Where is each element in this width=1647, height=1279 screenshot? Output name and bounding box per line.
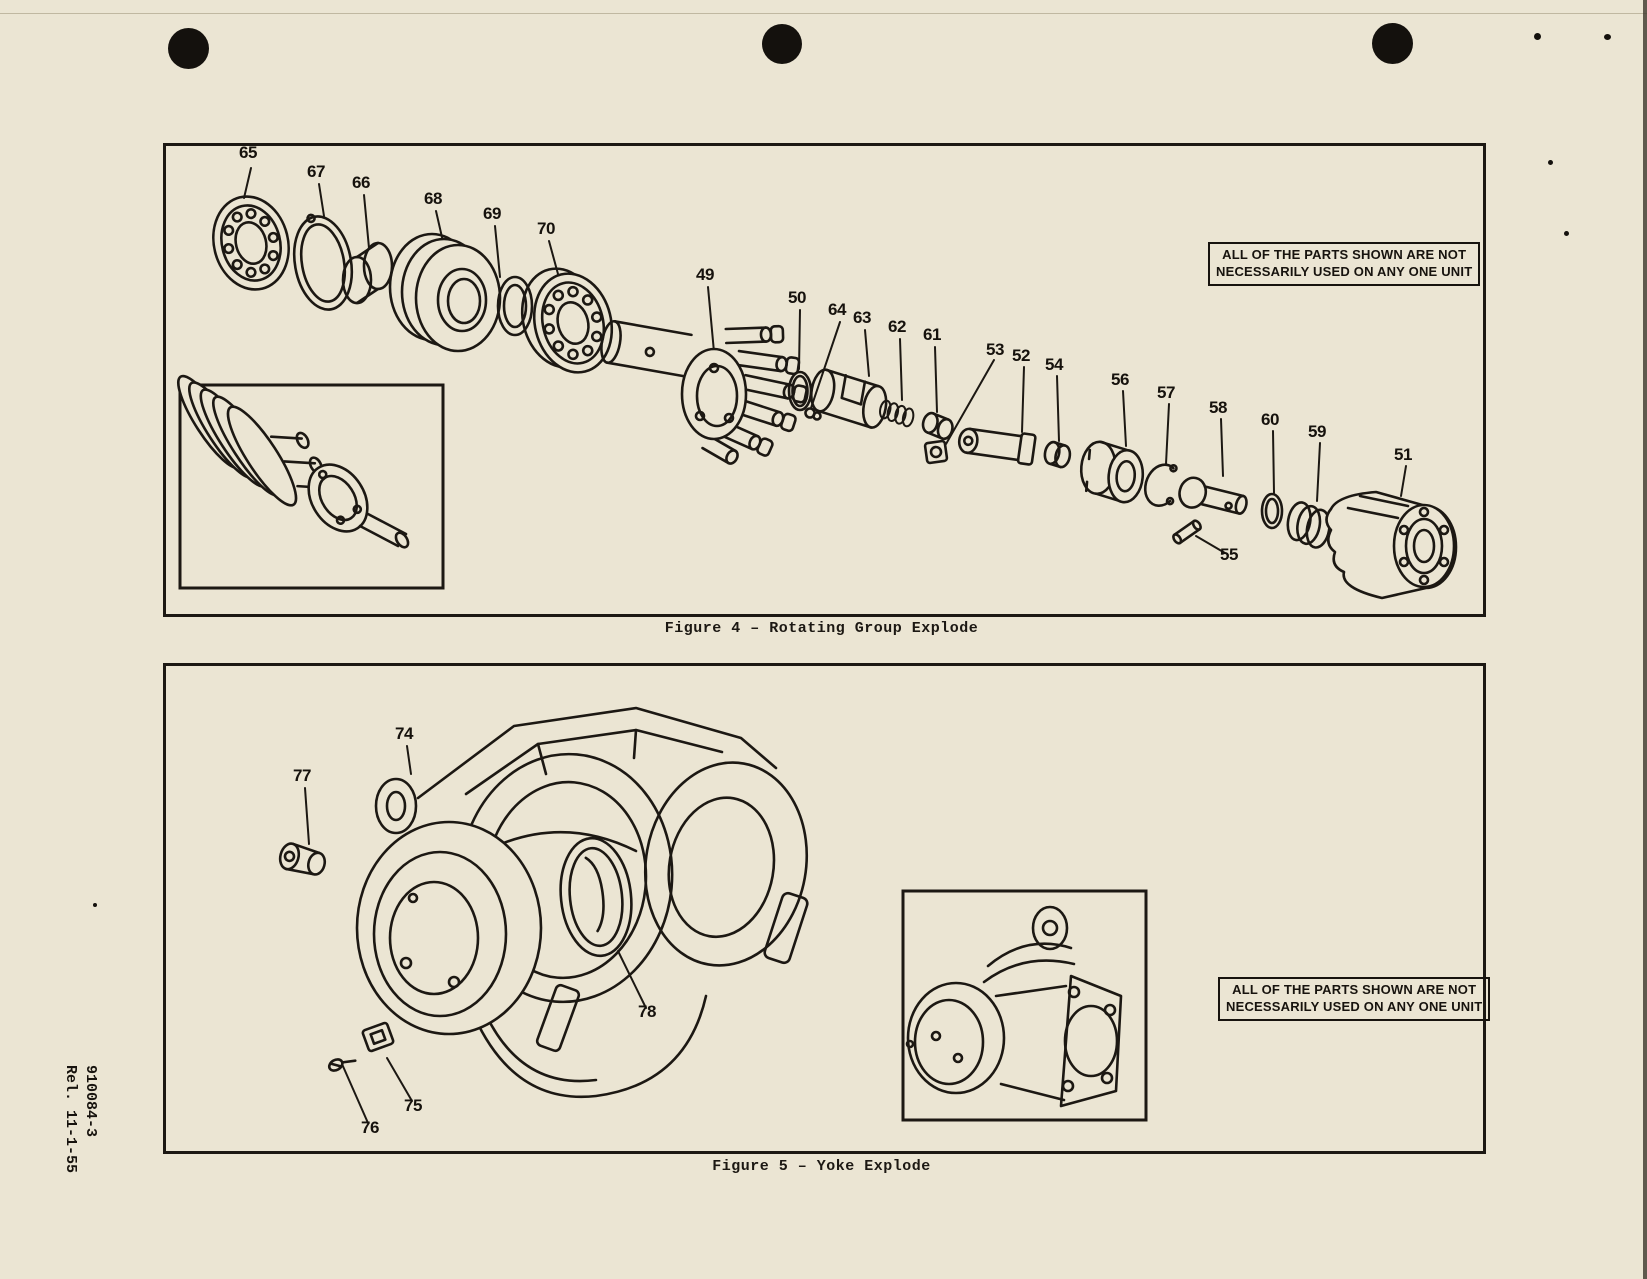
callout-60: 60 — [1261, 410, 1279, 429]
figure5-frame: ALL OF THE PARTS SHOWN ARE NOT NECESSARI… — [163, 663, 1491, 1154]
part-57-snap-ring — [1140, 458, 1185, 510]
callout-50: 50 — [788, 288, 806, 307]
part-69-washer — [498, 277, 532, 335]
hole-punch-dot — [168, 28, 209, 69]
callout-51: 51 — [1394, 445, 1412, 464]
callout-69: 69 — [483, 204, 501, 223]
note-line2: NECESSARILY USED ON ANY ONE UNIT — [1226, 998, 1483, 1014]
callout-66: 66 — [352, 173, 370, 192]
figure5-caption: Figure 5 – Yoke Explode — [712, 1158, 931, 1175]
callout-74: 74 — [395, 724, 413, 743]
callout-63: 63 — [853, 308, 871, 327]
assembled-rotating-group — [169, 369, 411, 549]
part-52-piston-cylinder — [957, 425, 1035, 465]
part-64-retainer — [806, 409, 821, 420]
figure4-caption: Figure 4 – Rotating Group Explode — [664, 620, 979, 637]
ink-speck — [1604, 34, 1611, 40]
callout-70: 70 — [537, 219, 555, 238]
figure5-artwork — [166, 666, 1483, 1151]
callout-65: 65 — [239, 143, 257, 162]
callout-67: 67 — [307, 162, 325, 181]
figure4-leader-lines — [244, 168, 1406, 553]
part-74-yoke-body — [357, 708, 822, 1097]
callout-58: 58 — [1209, 398, 1227, 417]
part-77-pin-bushing — [277, 841, 327, 878]
callout-75: 75 — [404, 1096, 422, 1115]
part-51-cylinder-block — [1327, 492, 1457, 598]
part-50-o-ring — [789, 372, 811, 410]
figure4-inset — [169, 369, 443, 588]
callout-54: 54 — [1045, 355, 1063, 374]
figure4-artwork — [166, 146, 1483, 614]
callout-53: 53 — [986, 340, 1004, 359]
part-60-ring — [1262, 494, 1282, 528]
part-63-slotted-sleeve — [807, 368, 890, 429]
part-68-grooved-bearing — [390, 234, 500, 351]
part-65-ball-bearing — [204, 188, 299, 297]
part-78-seal-ring — [555, 835, 637, 960]
callout-64: 64 — [828, 300, 846, 319]
hole-punch-dot — [762, 24, 802, 64]
part-59-spring — [1284, 501, 1333, 550]
callout-59: 59 — [1308, 422, 1326, 441]
margin-drawing-number: 910084-3 Rel. 11-1-55 — [60, 1065, 100, 1181]
callout-77: 77 — [293, 766, 311, 785]
callout-68: 68 — [424, 189, 442, 208]
ink-speck — [93, 903, 97, 907]
callout-76: 76 — [361, 1118, 379, 1137]
hole-punch-dot — [1372, 23, 1413, 64]
figure4-frame: ALL OF THE PARTS SHOWN ARE NOT NECESSARI… — [163, 143, 1486, 617]
scan-edge-shadow — [1643, 0, 1647, 1279]
callout-56: 56 — [1111, 370, 1129, 389]
ink-speck — [1534, 33, 1541, 40]
ink-speck — [1548, 160, 1553, 165]
part-70-ball-bearing — [512, 260, 622, 380]
callout-61: 61 — [923, 325, 941, 344]
figure5-note-box: ALL OF THE PARTS SHOWN ARE NOT NECESSARI… — [1218, 977, 1491, 1021]
part-56-slotted-spool — [1079, 440, 1146, 503]
part-55-pin — [1172, 519, 1202, 544]
part-58-valve-pin — [1176, 475, 1249, 521]
part-61-plug — [920, 411, 955, 440]
callout-78: 78 — [638, 1002, 656, 1021]
part-53-lock-plate — [925, 441, 948, 464]
callout-49: 49 — [696, 265, 714, 284]
margin-note-line1: 910084-3 — [82, 1065, 99, 1138]
part-54-cup — [1043, 441, 1072, 469]
figure5-leader-lines — [305, 746, 646, 1123]
note-line1: ALL OF THE PARTS SHOWN ARE NOT — [1232, 982, 1477, 997]
callout-52: 52 — [1012, 346, 1030, 365]
note-line1: ALL OF THE PARTS SHOWN ARE NOT — [1222, 247, 1467, 262]
figure4-note-box: ALL OF THE PARTS SHOWN ARE NOT NECESSARI… — [1208, 242, 1481, 286]
part-62-spring — [878, 400, 916, 428]
figure5-inset — [903, 891, 1146, 1120]
part-49-shaft-piston-group — [598, 320, 807, 466]
assembled-yoke — [907, 907, 1121, 1106]
ink-speck — [1564, 231, 1569, 236]
callout-57: 57 — [1157, 383, 1175, 402]
note-line2: NECESSARILY USED ON ANY ONE UNIT — [1216, 263, 1473, 279]
part-75-lock-plate — [362, 1022, 394, 1052]
callout-55: 55 — [1220, 545, 1238, 564]
part-76-screw — [327, 1051, 355, 1074]
callout-62: 62 — [888, 317, 906, 336]
margin-note-line2: Rel. 11-1-55 — [62, 1065, 80, 1174]
scan-hairline — [0, 13, 1647, 14]
